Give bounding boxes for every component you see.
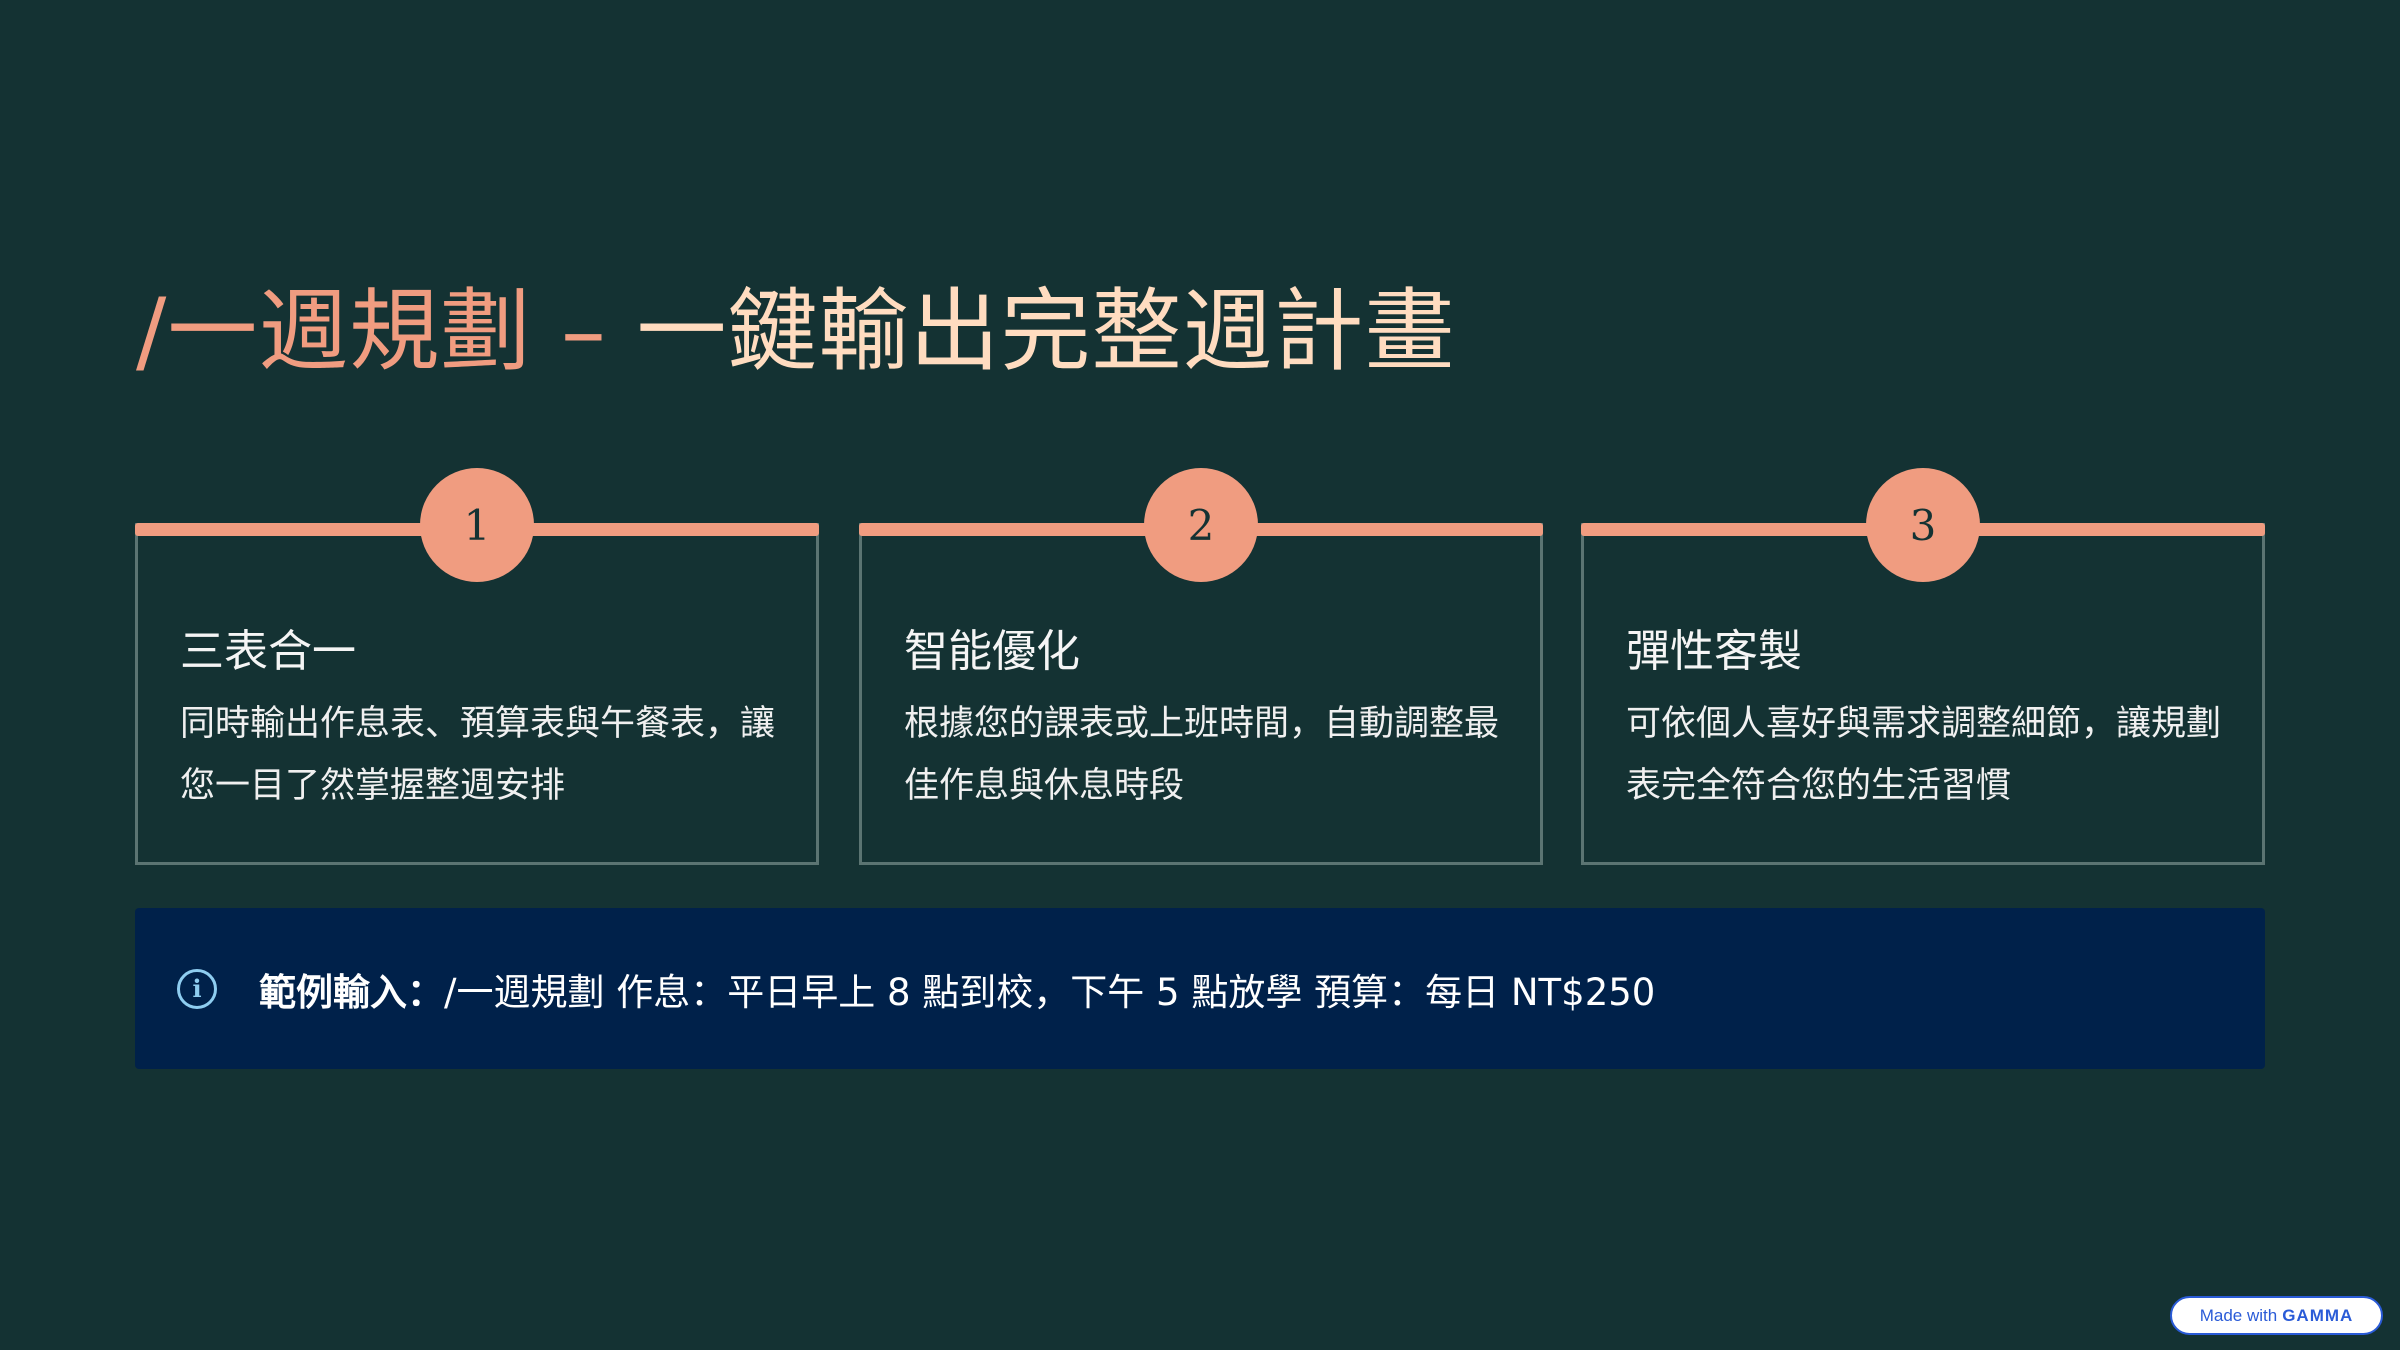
step-number-badge: 3 [1866, 468, 1980, 582]
title-subtitle: 一鍵輸出完整週計畫 [636, 279, 1456, 384]
badge-prefix: Made with [2199, 1305, 2278, 1325]
step-number-badge: 1 [420, 468, 534, 582]
example-input-callout: i 範例輸入： /一週規劃 作息：平日早上 8 點到校，下午 5 點放學 預算：… [135, 908, 2265, 1069]
feature-card-1: 1 三表合一 同時輸出作息表、預算表與午餐表，讓您一目了然掌握整週安排 [135, 468, 819, 865]
card-body: 同時輸出作息表、預算表與午餐表，讓您一目了然掌握整週安排 [180, 704, 776, 806]
card-body: 根據您的課表或上班時間，自動調整最佳作息與休息時段 [904, 704, 1500, 806]
card-heading: 三表合一 [180, 626, 356, 677]
card-heading: 彈性客製 [1626, 626, 1802, 677]
callout-label: 範例輸入： [259, 970, 444, 1014]
gamma-logo: GAMMA [2282, 1305, 2354, 1325]
info-icon: i [177, 968, 217, 1009]
title-command: /一週規劃 [136, 279, 532, 384]
feature-card-3: 3 彈性客製 可依個人喜好與需求調整細節，讓規劃表完全符合您的生活習慣 [1581, 468, 2265, 865]
title-separator: – [531, 279, 637, 384]
card-body: 可依個人喜好與需求調整細節，讓規劃表完全符合您的生活習慣 [1626, 704, 2222, 806]
step-number-badge: 2 [1144, 468, 1258, 582]
feature-card-2: 2 智能優化 根據您的課表或上班時間，自動調整最佳作息與休息時段 [859, 468, 1543, 865]
card-heading: 智能優化 [904, 626, 1080, 677]
page-title: /一週規劃 – 一鍵輸出完整週計畫 [136, 272, 1456, 392]
callout-text: /一週規劃 作息：平日早上 8 點到校，下午 5 點放學 預算：每日 NT$25… [444, 970, 1656, 1014]
